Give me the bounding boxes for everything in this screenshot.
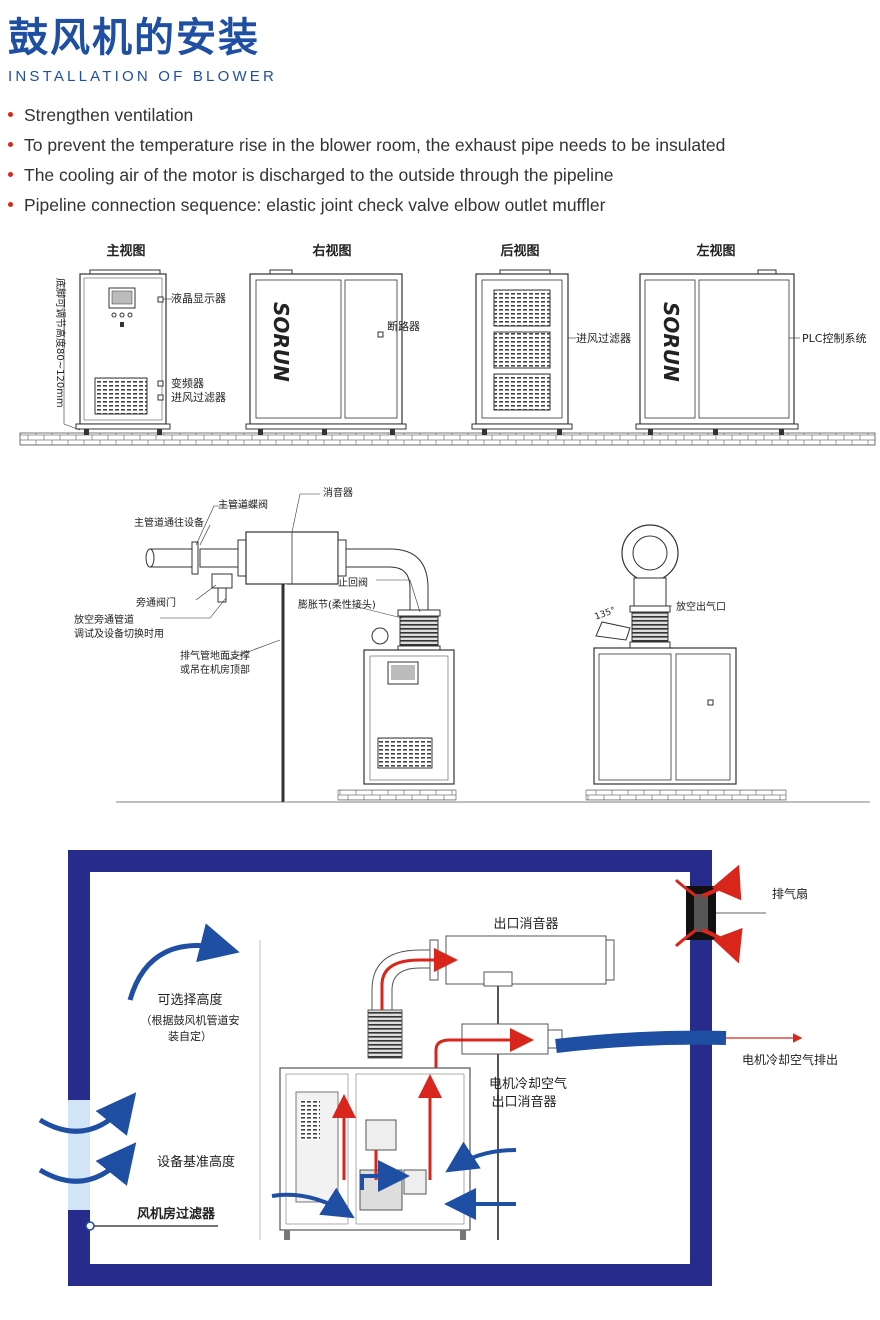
plc-label: PLC控制系统 (802, 331, 866, 345)
angle-label: 135° (593, 606, 617, 623)
bullet-dot-icon (8, 202, 13, 207)
back-view-cabinet (471, 269, 576, 435)
page-subtitle: INSTALLATION OF BLOWER (8, 68, 278, 85)
motor-cooling-label-2: 出口消音器 (491, 1094, 556, 1110)
right-view-title: 右视图 (311, 243, 351, 259)
feature-list: Strengthen ventilation To prevent the te… (8, 102, 725, 222)
inverter-label: 变频器 (171, 376, 204, 390)
list-item: Strengthen ventilation (8, 102, 725, 132)
list-item: Pipeline connection sequence: elastic jo… (8, 192, 725, 222)
vent-outlet-label: 放空出气口 (676, 600, 726, 613)
page-title: 鼓风机的安装 (8, 15, 260, 61)
bullet-dot-icon (8, 142, 13, 147)
optional-height-note-2: 装自定） (168, 1029, 212, 1043)
exhaust-fan-label: 排气扇 (772, 886, 808, 901)
back-view-title: 后视图 (500, 243, 539, 259)
ground-bricks (19, 432, 876, 446)
bullet-dot-icon (8, 172, 13, 177)
outlet-muffler-label: 出口消音器 (493, 916, 558, 932)
feet-height-label: 底脚可调节高度80~120mm (54, 278, 67, 408)
right-view-cabinet (245, 269, 407, 435)
main-pipe-label: 主管道通往设备 (134, 516, 204, 529)
optional-height-label: 可选择高度 (157, 992, 222, 1008)
brand-logo-left: SORUN (659, 302, 683, 382)
support-label-2: 或吊在机房顶部 (180, 663, 250, 676)
bypass-valve-label: 旁通阀门 (136, 596, 176, 609)
butterfly-valve-label: 主管道蝶阀 (218, 498, 268, 511)
brand-logo-right: SORUN (269, 302, 293, 382)
room-filter-label: 风机房过滤器 (137, 1206, 216, 1222)
vent-bypass-label-2: 调试及设备切换时用 (74, 627, 164, 640)
piping-section (116, 493, 870, 803)
expansion-joint-label: 膨胀节(柔性接头) (298, 598, 376, 611)
front-inlet-filter-label: 进风过滤器 (171, 391, 226, 404)
check-valve-label: 止回阀 (338, 576, 368, 589)
optional-height-note-1: （根据鼓风机管道安 (141, 1013, 240, 1027)
bullet-dot-icon (8, 112, 13, 117)
back-inlet-filter-label: 进风过滤器 (576, 332, 631, 345)
support-label-1: 排气管地面支撑 (180, 649, 250, 662)
base-height-label: 设备基准高度 (157, 1154, 235, 1170)
muffler-label: 消音器 (323, 486, 353, 499)
views-section: 主视图 右视图 后视图 左视图 液晶显示器 (19, 243, 876, 446)
motor-cooling-exhaust-label: 电机冷却空气排出 (742, 1052, 838, 1067)
room-section (38, 850, 803, 1286)
vent-bypass-label-1: 放空旁通管道 (74, 613, 134, 626)
motor-cooling-label-1: 电机冷却空气 (489, 1076, 567, 1092)
list-item: The cooling air of the motor is discharg… (8, 162, 725, 192)
left-view-title: 左视图 (696, 243, 735, 259)
front-view-title: 主视图 (106, 243, 145, 259)
list-item: To prevent the temperature rise in the b… (8, 132, 725, 162)
breaker-label: 断路器 (387, 319, 420, 333)
left-view-cabinet (635, 269, 800, 435)
lcd-label: 液晶显示器 (171, 291, 226, 305)
front-view-cabinet (63, 269, 172, 435)
